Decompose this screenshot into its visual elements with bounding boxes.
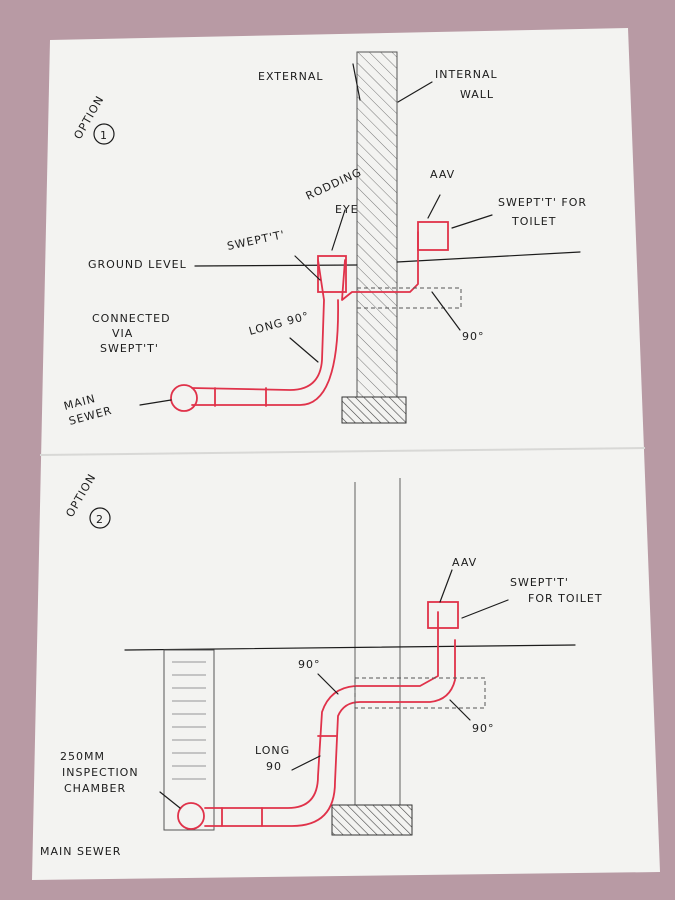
label-external: EXTERNAL [258,70,324,83]
wall-foundation [341,396,407,424]
leader-line [427,194,441,219]
paper-fold [39,447,646,456]
dashed-enclosure [354,677,486,709]
pipe-main-run [191,231,419,406]
dashed-enclosure [356,287,462,309]
ground-level-line-right [396,251,581,263]
label-long-90: 90 [266,760,282,773]
ground-level-line [124,644,576,651]
label-connected: CONNECTED [92,312,171,325]
label-swept-t2: SWEPT'T' [100,342,159,355]
label-for-toilet: FOR TOILET [528,592,603,605]
paper-sheet [32,28,660,880]
option-2: OPTION 2 AAV [40,471,603,858]
label-via: VIA [112,327,133,340]
label-ninety-a: 90° [298,658,321,671]
label-chamber-3: CHAMBER [64,782,126,795]
main-sewer-circle [177,802,205,830]
option1-number: 1 [100,129,108,142]
rodding-eye-fitting [317,255,347,293]
label-internal: INTERNAL [435,68,498,81]
wall-section [356,51,398,398]
leader-line [461,599,509,619]
leader-line [159,791,181,809]
leader-line [294,255,321,281]
leader-line [449,699,471,721]
label-swept-t-for: SWEPT'T' FOR [498,196,587,209]
label-main-sewer: MAIN SEWER [40,845,121,858]
label-aav: AAV [430,168,455,181]
swept-t-fitting [417,221,449,251]
label-aav: AAV [452,556,477,569]
leader-line [331,209,346,251]
main-sewer-circle [170,384,198,412]
option2-number: 2 [96,513,104,526]
label-chamber-1: 250MM [60,750,105,763]
leader-line [352,63,361,101]
label-ground-level: GROUND LEVEL [88,258,187,271]
label-ninety-b: 90° [472,722,495,735]
label-eye: EYE [335,203,359,216]
option1-number-circle [93,123,115,145]
label-long: LONG [255,744,290,757]
leader-line [431,291,461,331]
leader-line [289,337,319,363]
label-ninety: 90° [462,330,485,343]
swept-t-fitting [427,601,459,629]
label-swept-t: SWEPT'T' [510,576,569,589]
label-chamber-2: INSPECTION [62,766,139,779]
leader-line [291,755,321,771]
inspection-chamber [163,649,215,831]
pipe-main-run [204,611,456,827]
label-wall: WALL [460,88,494,101]
leader-line [451,214,493,229]
leader-line [397,81,433,103]
leader-line [317,673,339,695]
chamber-rungs [172,661,206,780]
leader-line [439,569,453,603]
option2-number-circle [89,507,111,529]
leader-line [139,399,172,406]
label-toilet: TOILET [511,215,556,228]
wall-foundation [331,804,413,836]
ground-level-line-left [194,264,358,267]
